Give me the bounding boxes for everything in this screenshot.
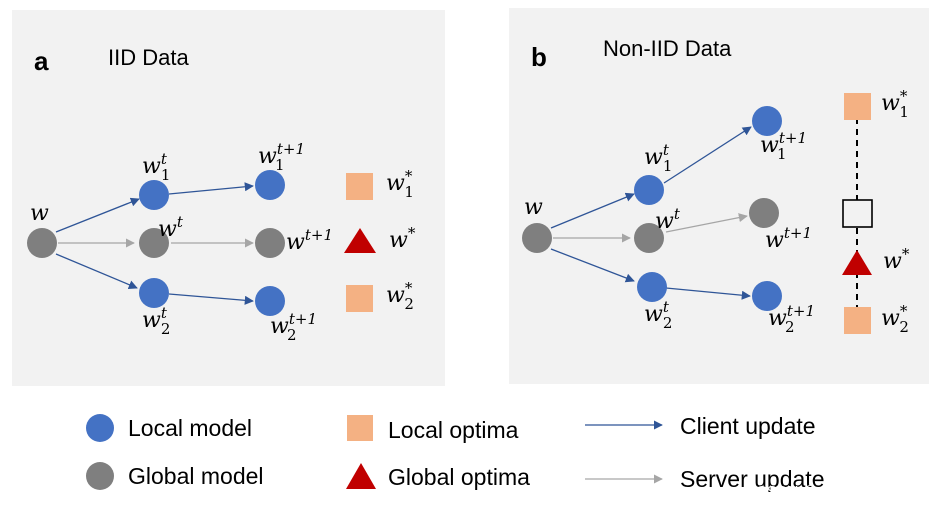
- label-w-t1: wt+1: [286, 226, 333, 255]
- legend-local-model-marker: [86, 414, 114, 442]
- local-model-node: [634, 175, 664, 205]
- averaged-optima-box: [842, 199, 873, 228]
- legend-server-update-label: Server update: [680, 466, 824, 492]
- global-model-node: [634, 223, 664, 253]
- watermark-text: CSDN @一只小maru: [756, 483, 897, 500]
- label-w1-star: w*1: [386, 167, 414, 201]
- client-update-arrow: [55, 253, 138, 290]
- legend-client-update-label: Client update: [680, 413, 816, 439]
- label-w: w: [30, 201, 49, 226]
- legend-local-optima-label: Local optima: [388, 417, 519, 443]
- local-model-node: [255, 286, 285, 316]
- client-update-arrow: [550, 192, 635, 229]
- panel-a-letter: a: [34, 46, 49, 76]
- label-w2-star: w*2: [881, 302, 909, 336]
- label-w1-star: w*1: [881, 87, 909, 121]
- label-w-t1: wt+1: [765, 224, 812, 253]
- local-model-node: [139, 278, 169, 308]
- local-model-node: [752, 281, 782, 311]
- global-model-node: [255, 228, 285, 258]
- local-model-node: [139, 180, 169, 210]
- local-optima-square: [844, 93, 871, 120]
- client-update-arrow: [55, 197, 140, 233]
- local-model-node: [752, 106, 782, 136]
- global-model-node: [749, 198, 779, 228]
- local-model-node: [255, 170, 285, 200]
- local-optima-square: [346, 285, 373, 312]
- global-optima-triangle: [344, 228, 376, 253]
- legend-global-model-label: Global model: [128, 463, 264, 489]
- panel-b-title: Non-IID Data: [603, 36, 732, 61]
- server-update-arrow: [665, 213, 748, 233]
- global-model-node: [522, 223, 552, 253]
- legend: Local model Global model Local optima Gl…: [86, 413, 897, 500]
- global-model-node: [139, 228, 169, 258]
- client-update-arrow: [168, 293, 254, 305]
- global-optima-triangle: [842, 250, 872, 275]
- label-w-star: w*: [389, 224, 416, 253]
- global-model-node: [27, 228, 57, 258]
- label-w-t: wt: [158, 213, 184, 242]
- client-update-arrow: [168, 182, 254, 195]
- panel-b-letter: b: [531, 42, 547, 72]
- label-w-star: w*: [883, 245, 910, 274]
- legend-local-optima-marker: [347, 415, 373, 441]
- label-w: w: [524, 195, 543, 220]
- client-update-arrow: [665, 287, 751, 300]
- legend-global-optima-marker: [346, 463, 376, 489]
- panel-a-background: [12, 10, 445, 386]
- legend-local-model-label: Local model: [128, 415, 252, 441]
- local-optima-square: [346, 173, 373, 200]
- local-model-node: [637, 272, 667, 302]
- local-optima-square: [844, 307, 871, 334]
- legend-global-model-marker: [86, 462, 114, 490]
- panel-a-title: IID Data: [108, 45, 189, 70]
- label-w-t: wt: [655, 205, 681, 234]
- legend-global-optima-label: Global optima: [388, 464, 530, 490]
- client-update-arrow: [550, 248, 635, 283]
- client-update-arrow: [663, 126, 752, 184]
- label-w2-star: w*2: [386, 279, 414, 313]
